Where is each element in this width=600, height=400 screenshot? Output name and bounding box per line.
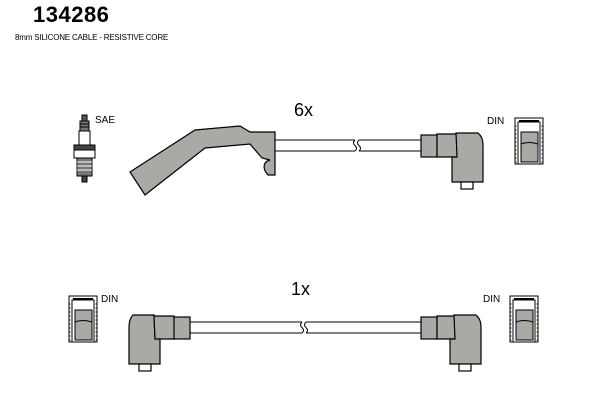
- din-terminal-icon-top: [514, 117, 544, 165]
- connector-label-sae: SAE: [95, 115, 116, 126]
- angled-boot-sae: [129, 125, 276, 196]
- connector-label-din-top-right: DIN: [487, 116, 505, 127]
- right-angle-boot-din-bottom-left: [128, 314, 191, 372]
- right-angle-boot-din-bottom-right: [420, 314, 482, 372]
- cable-description: 8mm SILICONE CABLE - RESISTIVE CORE: [15, 33, 169, 42]
- din-terminal-icon-bottom-right: [509, 295, 539, 343]
- cable-set-2: [190, 321, 421, 334]
- connector-label-din-bottom-left: DIN: [101, 294, 119, 305]
- spark-plug-icon: [73, 114, 96, 183]
- right-angle-boot-din-top: [420, 132, 484, 190]
- din-terminal-icon-bottom-left: [68, 295, 98, 343]
- part-number: 134286: [33, 2, 110, 27]
- quantity-label-set-2: 1x: [291, 279, 311, 299]
- quantity-label-set-1: 6x: [294, 100, 314, 120]
- cable-set-1: [275, 139, 421, 152]
- connector-label-din-bottom-right: DIN: [483, 294, 501, 305]
